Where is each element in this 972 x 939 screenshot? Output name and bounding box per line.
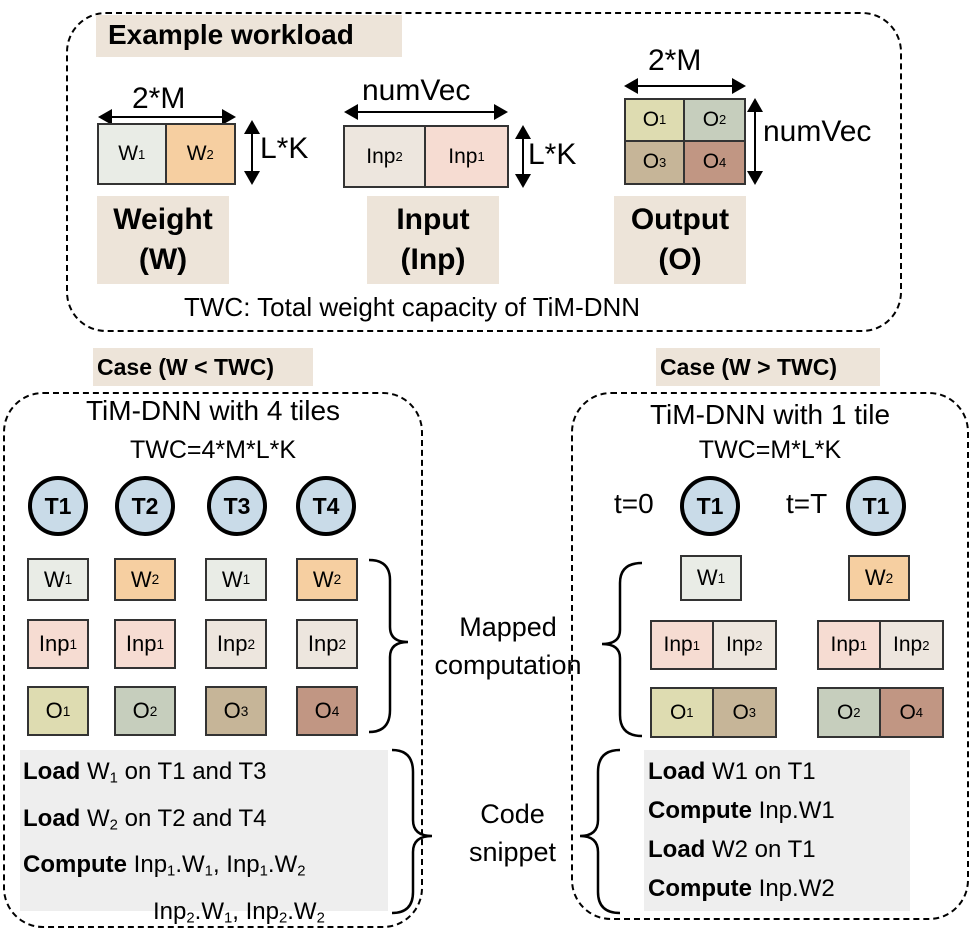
- input-label: Input(Inp): [367, 196, 499, 284]
- case-right-title: Case (W > TWC): [656, 348, 880, 386]
- case-left-code: Load W1 on T1 and T3 Load W2 on T2 and T…: [20, 750, 388, 927]
- output-width-label: 2*M: [648, 44, 702, 77]
- code-line: Compute Inp.W1: [648, 797, 835, 824]
- tile-t1-time-0: T1: [680, 476, 740, 536]
- time-t0-label: t=0: [614, 488, 654, 519]
- case-right-code: Load W1 on T1 Compute Inp.W1 Load W2 on …: [644, 750, 910, 911]
- twc-footnote: TWC: Total weight capacity of TiM-DNN: [184, 292, 641, 322]
- case-right-heading: TiM-DNN with 1 tile: [649, 399, 891, 430]
- weight-width-label: 2*M: [132, 82, 186, 115]
- weight-label: Weight(W): [97, 196, 229, 284]
- brace-mapped-left: [368, 558, 409, 734]
- input-height-label: L*K: [528, 138, 577, 171]
- output-label: Output(O): [614, 196, 746, 284]
- brace-mapped-right: [601, 561, 643, 738]
- tile-t3: T3: [207, 476, 267, 536]
- tile-t1-time-T: T1: [846, 476, 906, 536]
- code-line: Load W1 on T1: [648, 758, 816, 785]
- case-left-title: Case (W < TWC): [93, 348, 313, 386]
- code-line: Load W1 on T1 and T3: [23, 758, 267, 787]
- case-left-heading: TiM-DNN with 4 tiles: [85, 395, 341, 426]
- case-left-panel: [3, 392, 423, 928]
- workload-panel: [66, 12, 902, 332]
- code-line: Load W2 on T1: [648, 836, 816, 863]
- workload-title: Example workload: [96, 15, 402, 57]
- case-left-twc: TWC=4*M*L*K: [129, 436, 296, 464]
- tile-t4: T4: [296, 476, 356, 536]
- tile-t2: T2: [115, 476, 175, 536]
- tile-t1: T1: [28, 476, 88, 536]
- time-tT-label: t=T: [786, 488, 828, 519]
- code-line: Inp2.W1, Inp2.W2: [153, 898, 325, 927]
- case-right-panel: [571, 392, 969, 920]
- code-line: Compute Inp.W2: [648, 875, 835, 902]
- weight-height-label: L*K: [260, 132, 309, 165]
- output-height-label: numVec: [763, 115, 872, 148]
- input-width-label: numVec: [362, 74, 471, 107]
- case-right-twc: TWC=M*L*K: [698, 436, 842, 464]
- code-line: Compute Inp1.W1, Inp1.W2: [23, 851, 306, 881]
- code-line: Load W2 on T2 and T4: [23, 804, 267, 834]
